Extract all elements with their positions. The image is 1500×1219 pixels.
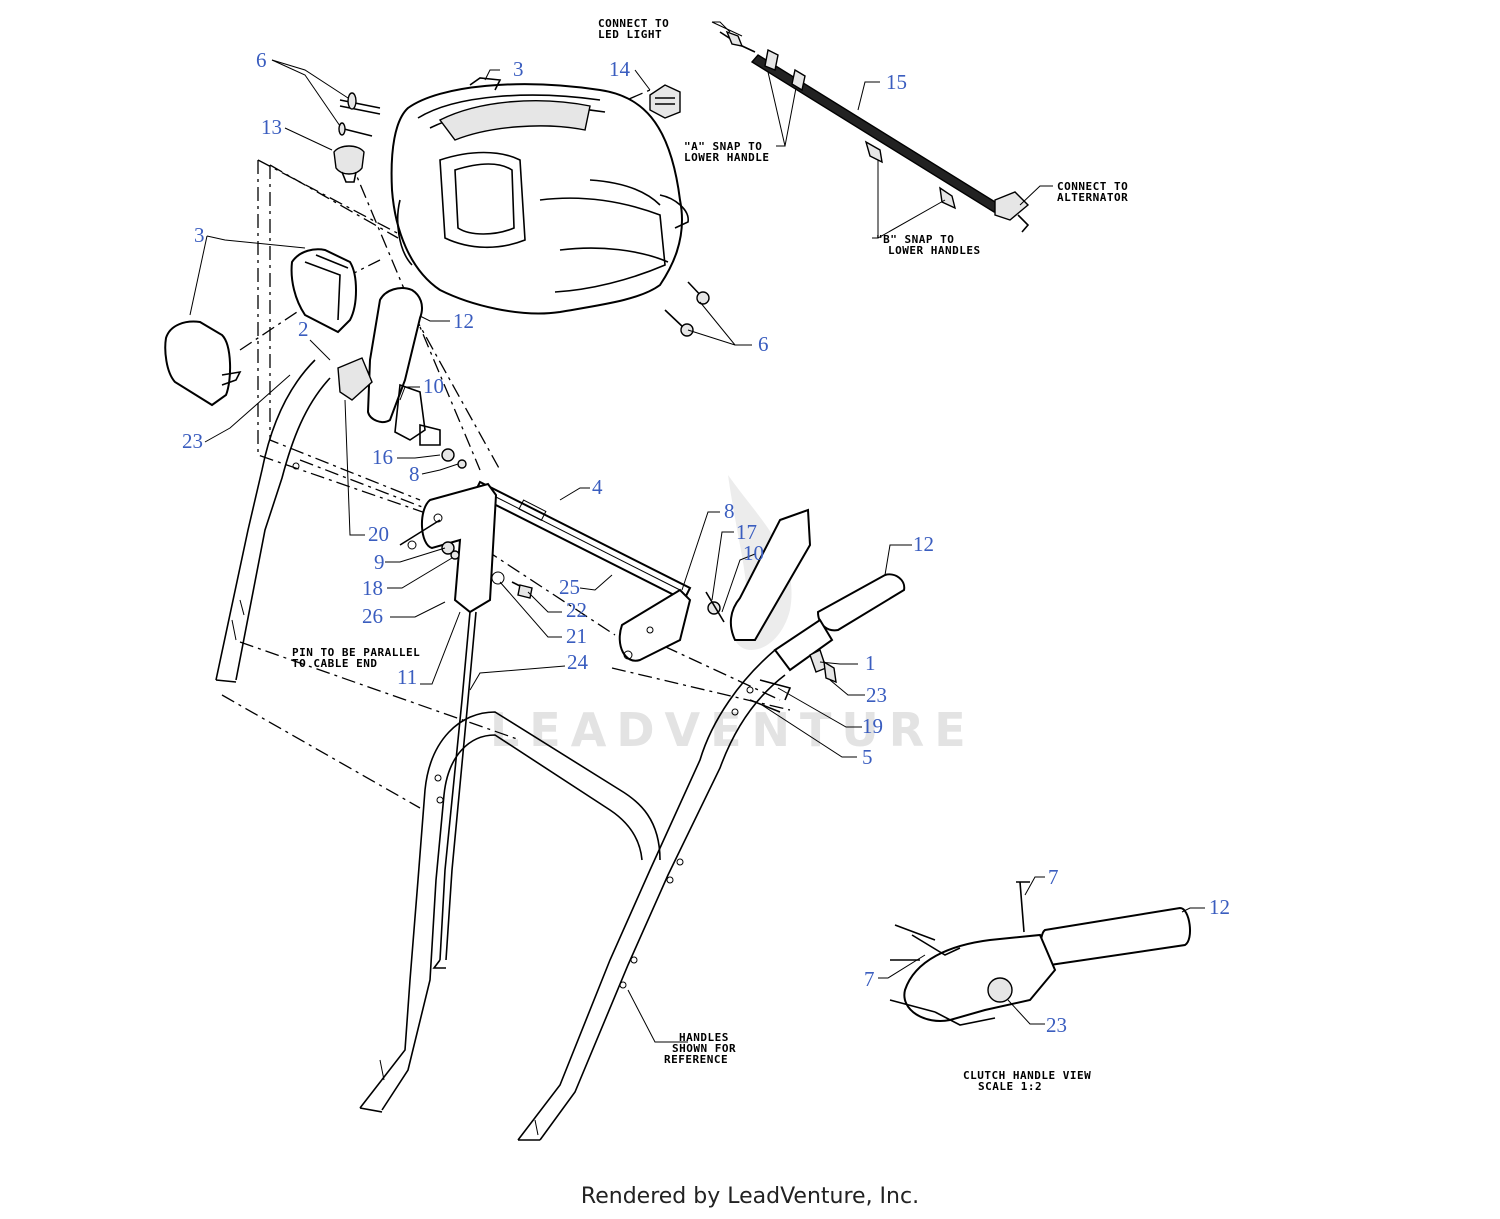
callout-7-upper: 7 [1048,865,1059,889]
note-clutch-2: SCALE 1:2 [978,1080,1042,1093]
callout-20: 20 [368,522,389,546]
note-snap-a-1: "A" SNAP TO [684,140,762,153]
callout-10-left: 10 [423,374,444,398]
callout-7-lower: 7 [864,967,875,991]
note-connect-alt-2: ALTERNATOR [1057,191,1128,204]
callout-10-right: 10 [743,541,764,565]
callout-2: 2 [298,317,309,341]
note-snap-a-2: LOWER HANDLE [684,151,769,164]
callout-26: 26 [362,604,383,628]
note-snap-b-1: "B" SNAP TO [876,233,954,246]
callout-12-clutch: 12 [1209,895,1230,919]
callout-15: 15 [886,70,907,94]
footer-credit: Rendered by LeadVenture, Inc. [580,1184,920,1209]
callout-16: 16 [372,445,393,469]
callout-23-left: 23 [182,429,203,453]
note-snap-b-2: LOWER HANDLES [888,244,981,257]
note-handles-1: HANDLES [679,1031,729,1044]
callout-4: 4 [592,475,603,499]
callout-23-right: 23 [866,683,887,707]
leader-lines [189,21,1205,1043]
callout-3-lens: 3 [194,223,205,247]
callout-6-lower: 6 [758,332,769,356]
callout-6-upper: 6 [256,48,267,72]
notes: CONNECT TO LED LIGHT "A" SNAP TO LOWER H… [292,17,1128,1093]
callout-22: 22 [566,598,587,622]
wire-harness [719,30,1030,233]
callout-13: 13 [261,115,282,139]
lens-cover [164,248,357,407]
callout-25: 25 [559,575,580,599]
callout-23-clutch: 23 [1046,1013,1067,1037]
callout-21: 21 [566,624,587,648]
callout-12-shift: 12 [453,309,474,333]
note-connect-led-1: CONNECT TO [598,17,669,30]
note-pin-2: TO CABLE END [292,657,377,670]
callout-24: 24 [567,650,589,674]
callouts: 1 2 3 3 4 5 6 6 7 7 8 8 9 10 10 11 12 12… [182,48,1230,1037]
bolts [338,92,710,337]
note-clutch-1: CLUTCH HANDLE VIEW [963,1069,1091,1082]
callout-12-grip: 12 [913,532,934,556]
dash-console [390,77,689,315]
callout-8-right: 8 [724,499,735,523]
watermark-text: LEADVENTURE [490,703,976,757]
note-handles-2: SHOWN FOR [672,1042,736,1055]
callout-18: 18 [362,576,383,600]
callout-11: 11 [397,665,417,689]
knob [333,145,365,183]
led-module [649,84,681,119]
note-pin-1: PIN TO BE PARALLEL [292,646,420,659]
callout-19: 19 [862,714,883,738]
callout-5: 5 [862,745,873,769]
callout-9: 9 [374,550,385,574]
callout-1: 1 [865,651,876,675]
callout-8-left: 8 [409,462,420,486]
control-panel-assembly [337,287,906,969]
clutch-handle-view [889,881,1192,1026]
lower-handles [215,359,786,1141]
callout-14: 14 [609,57,631,81]
note-handles-3: REFERENCE [664,1053,728,1066]
callout-3-console: 3 [513,57,524,81]
callout-17: 17 [736,520,757,544]
note-connect-led-2: LED LIGHT [598,28,662,41]
note-connect-alt-1: CONNECT TO [1057,180,1128,193]
